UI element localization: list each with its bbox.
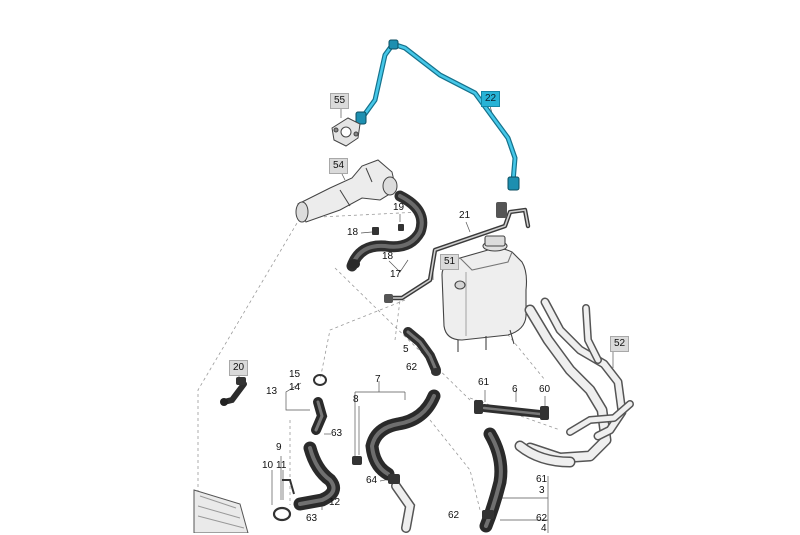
radiator[interactable]	[193, 489, 249, 533]
part-label-18-lower[interactable]: 18	[382, 251, 394, 262]
clip-18[interactable]	[372, 224, 404, 235]
hose-7[interactable]	[352, 389, 441, 481]
part-label-64[interactable]: 64	[366, 475, 378, 486]
part-label-62[interactable]: 62	[406, 362, 418, 373]
part-label-62-right[interactable]: 62	[536, 513, 548, 524]
part-label-60[interactable]: 60	[539, 384, 551, 395]
part-label-54[interactable]: 54	[329, 158, 349, 174]
part-label-14[interactable]: 14	[289, 382, 301, 393]
hose-12[interactable]	[272, 441, 341, 522]
part-label-63-lower[interactable]: 63	[306, 513, 318, 524]
bolt-20[interactable]	[220, 377, 247, 406]
highlighted-pipe-22[interactable]	[355, 39, 520, 191]
part-label-10[interactable]: 10	[262, 460, 274, 471]
part-label-19[interactable]: 19	[393, 202, 405, 213]
flange-55[interactable]	[331, 117, 361, 147]
part-label-51[interactable]: 51	[440, 254, 460, 270]
hose-3[interactable]	[479, 427, 508, 533]
part-label-6[interactable]: 6	[512, 384, 518, 395]
expansion-tank-51[interactable]	[441, 235, 528, 352]
part-label-20[interactable]: 20	[229, 360, 249, 376]
part-label-17[interactable]: 17	[390, 269, 402, 280]
part-label-4[interactable]: 4	[541, 523, 547, 534]
part-label-13[interactable]: 13	[266, 386, 278, 397]
pipe-64[interactable]	[388, 474, 416, 533]
part-label-8[interactable]: 8	[353, 394, 359, 405]
part-label-21[interactable]: 21	[459, 210, 471, 221]
pipe-assembly-52[interactable]	[524, 297, 634, 464]
part-label-12[interactable]: 12	[329, 497, 341, 508]
part-label-61[interactable]: 61	[478, 377, 490, 388]
hose-17[interactable]	[346, 190, 428, 272]
connector-5[interactable]	[403, 327, 441, 376]
part-label-7[interactable]: 7	[375, 374, 381, 385]
part-label-18[interactable]: 18	[347, 227, 359, 238]
part-label-5[interactable]: 5	[403, 344, 409, 355]
pipe-lower-right[interactable]	[514, 440, 576, 468]
part-label-55[interactable]: 55	[330, 93, 350, 109]
pipe-21[interactable]	[384, 202, 531, 303]
leader-lines	[197, 211, 561, 520]
part-label-61-lower[interactable]: 61	[536, 474, 548, 485]
part-label-62-lower[interactable]: 62	[448, 510, 460, 521]
part-label-52[interactable]: 52	[610, 336, 630, 352]
part-label-11[interactable]: 11	[276, 460, 287, 471]
part-label-3[interactable]: 3	[539, 485, 545, 496]
part-label-63[interactable]: 63	[331, 428, 343, 439]
hose-6[interactable]	[474, 400, 549, 420]
thermostat-housing-54[interactable]	[295, 159, 398, 223]
part-label-15[interactable]: 15	[289, 369, 301, 380]
hose-13[interactable]	[311, 374, 328, 435]
part-label-22[interactable]: 22	[481, 91, 501, 107]
part-label-9[interactable]: 9	[276, 442, 282, 453]
